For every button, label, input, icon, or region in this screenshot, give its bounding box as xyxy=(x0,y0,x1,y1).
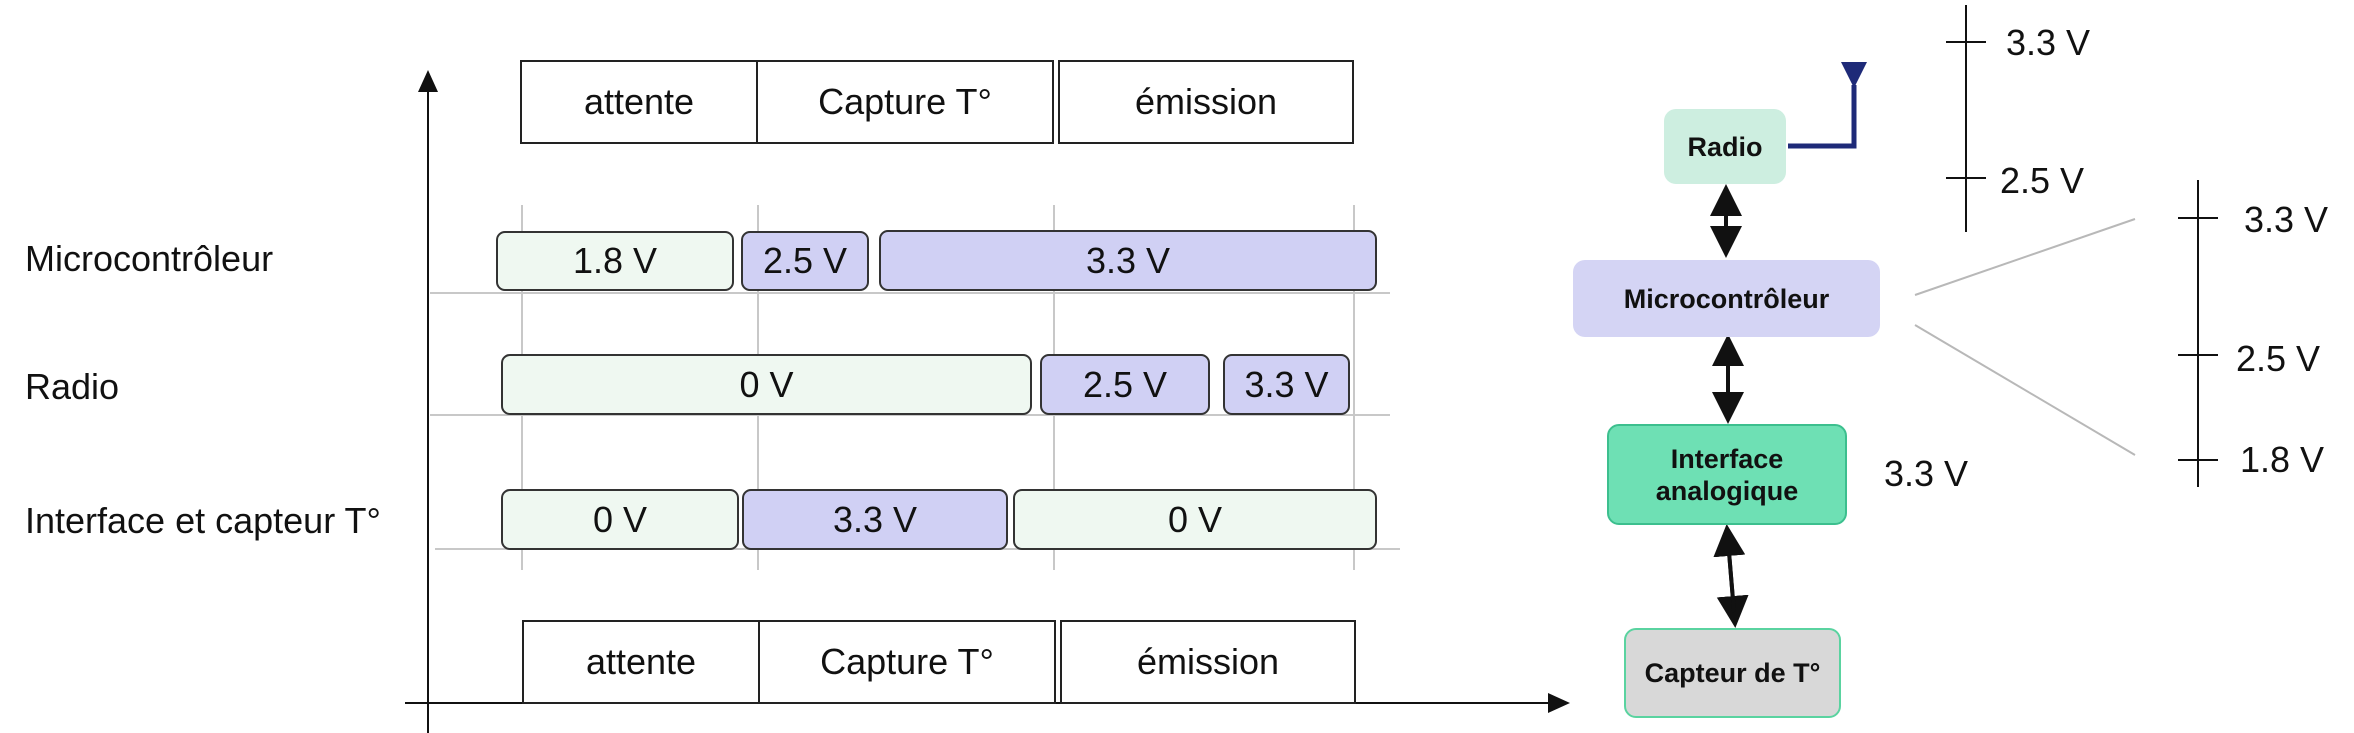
phase-bottom-capture: Capture T° xyxy=(758,620,1056,704)
voltage-segment: 0 V xyxy=(501,489,739,550)
phase-bottom-emission: émission xyxy=(1060,620,1356,704)
voltage-segment: 3.3 V xyxy=(742,489,1008,550)
micro-scale-label-1v8: 1.8 V xyxy=(2240,439,2325,480)
voltage-segment: 3.3 V xyxy=(1223,354,1350,415)
micro-scale-label-3v3: 3.3 V xyxy=(2244,199,2329,240)
interface-block: Interface analogique xyxy=(1607,424,1847,525)
antenna-icon xyxy=(1788,85,1857,149)
phase-bottom-attente: attente xyxy=(522,620,760,704)
interface-voltage-label: 3.3 V xyxy=(1884,453,1969,494)
voltage-segment: 3.3 V xyxy=(879,230,1377,291)
row-label-interface: Interface et capteur T° xyxy=(25,500,381,541)
radio-scale-label-3v3: 3.3 V xyxy=(2006,22,2091,63)
row-label-radio: Radio xyxy=(25,366,120,407)
microcontroleur-block: Microcontrôleur xyxy=(1573,260,1880,337)
radio-scale xyxy=(1946,5,1986,232)
micro-scale-label-2v5: 2.5 V xyxy=(2236,338,2321,379)
capteur-block: Capteur de T° xyxy=(1624,628,1841,718)
row-label-microcontroleur: Microcontrôleur xyxy=(25,238,274,279)
phase-top-emission: émission xyxy=(1058,60,1354,144)
micro-scale xyxy=(2178,180,2218,487)
voltage-segment: 2.5 V xyxy=(741,231,869,291)
radio-scale-label-2v5: 2.5 V xyxy=(2000,160,2085,201)
voltage-segment: 0 V xyxy=(1013,489,1377,550)
voltage-segment: 0 V xyxy=(501,354,1032,415)
voltage-segment: 1.8 V xyxy=(496,231,734,291)
voltage-segment: 2.5 V xyxy=(1040,354,1210,415)
phase-top-capture: Capture T° xyxy=(756,60,1054,144)
phase-top-attente: attente xyxy=(520,60,758,144)
radio-block: Radio xyxy=(1664,109,1786,184)
zoom-lines xyxy=(1914,218,2136,456)
